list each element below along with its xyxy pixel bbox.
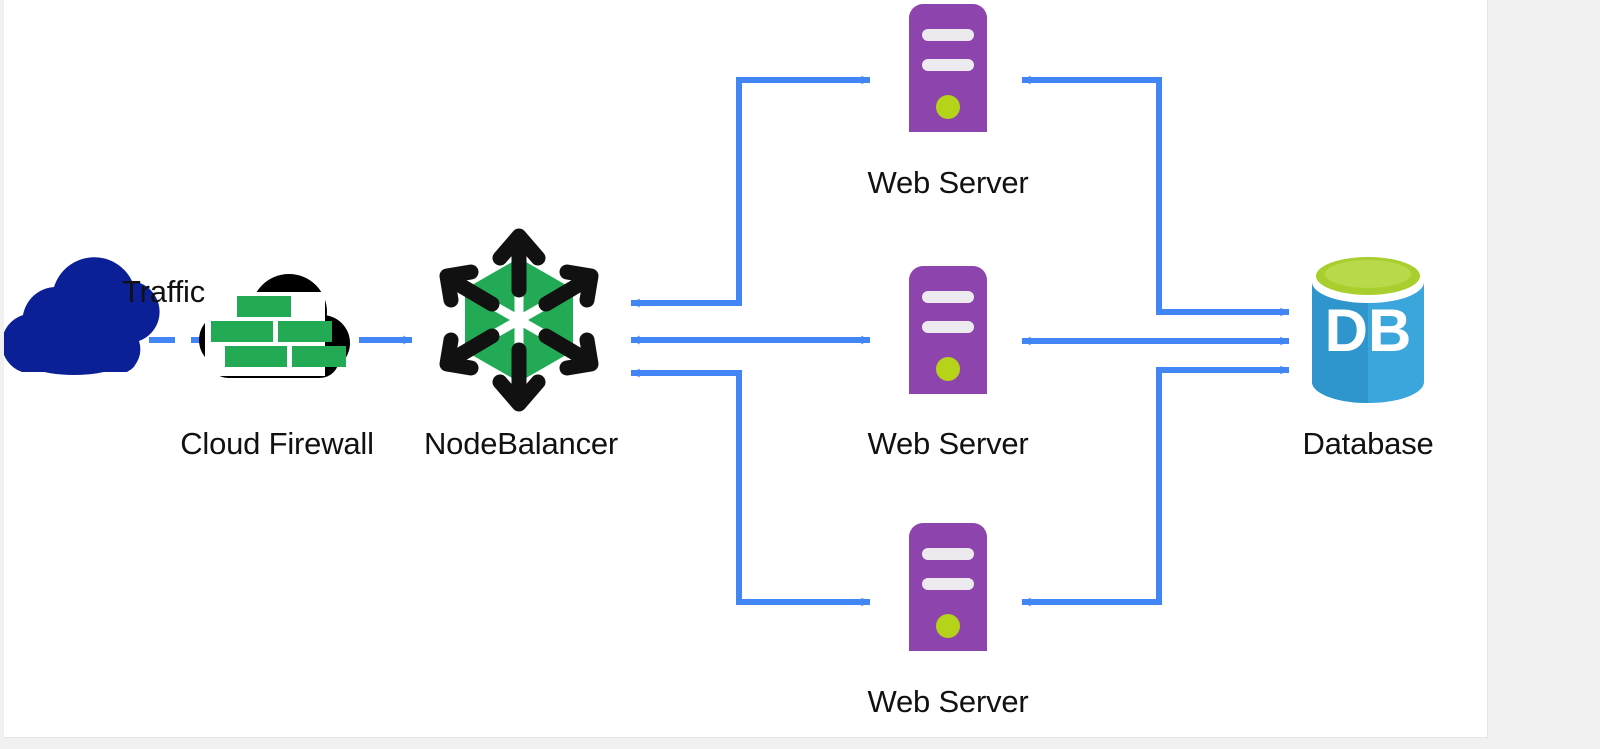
cloud-firewall-label: Cloud Firewall	[180, 426, 374, 461]
server-icon	[909, 266, 987, 394]
database-badge-text: DB	[1325, 297, 1412, 364]
web-server-bottom-label: Web Server	[867, 684, 1029, 719]
nodebalancer-icon	[439, 228, 599, 412]
connector-web-server-bottom-to-database	[1021, 365, 1290, 607]
connector-web-server-top-to-database	[1021, 75, 1290, 317]
firewall-icon	[199, 274, 350, 378]
connector-nodebalancer-to-web-server-bottom	[630, 368, 871, 607]
server-icon	[909, 4, 987, 132]
web-server-top-label: Web Server	[867, 165, 1029, 200]
database-icon: DB	[1312, 257, 1424, 403]
nodebalancer-label: NodeBalancer	[423, 426, 619, 461]
database-label: Database	[1302, 426, 1434, 461]
diagram-canvas: DB Traffic Cloud Firewall NodeBalancer W…	[3, 0, 1488, 738]
cloud-icon	[4, 257, 160, 375]
traffic-label: Traffic	[122, 274, 206, 309]
web-server-middle-label: Web Server	[867, 426, 1029, 461]
server-icon	[909, 523, 987, 651]
diagram-svg: DB	[4, 4, 1424, 651]
connector-nodebalancer-to-web-server-top	[630, 75, 871, 308]
